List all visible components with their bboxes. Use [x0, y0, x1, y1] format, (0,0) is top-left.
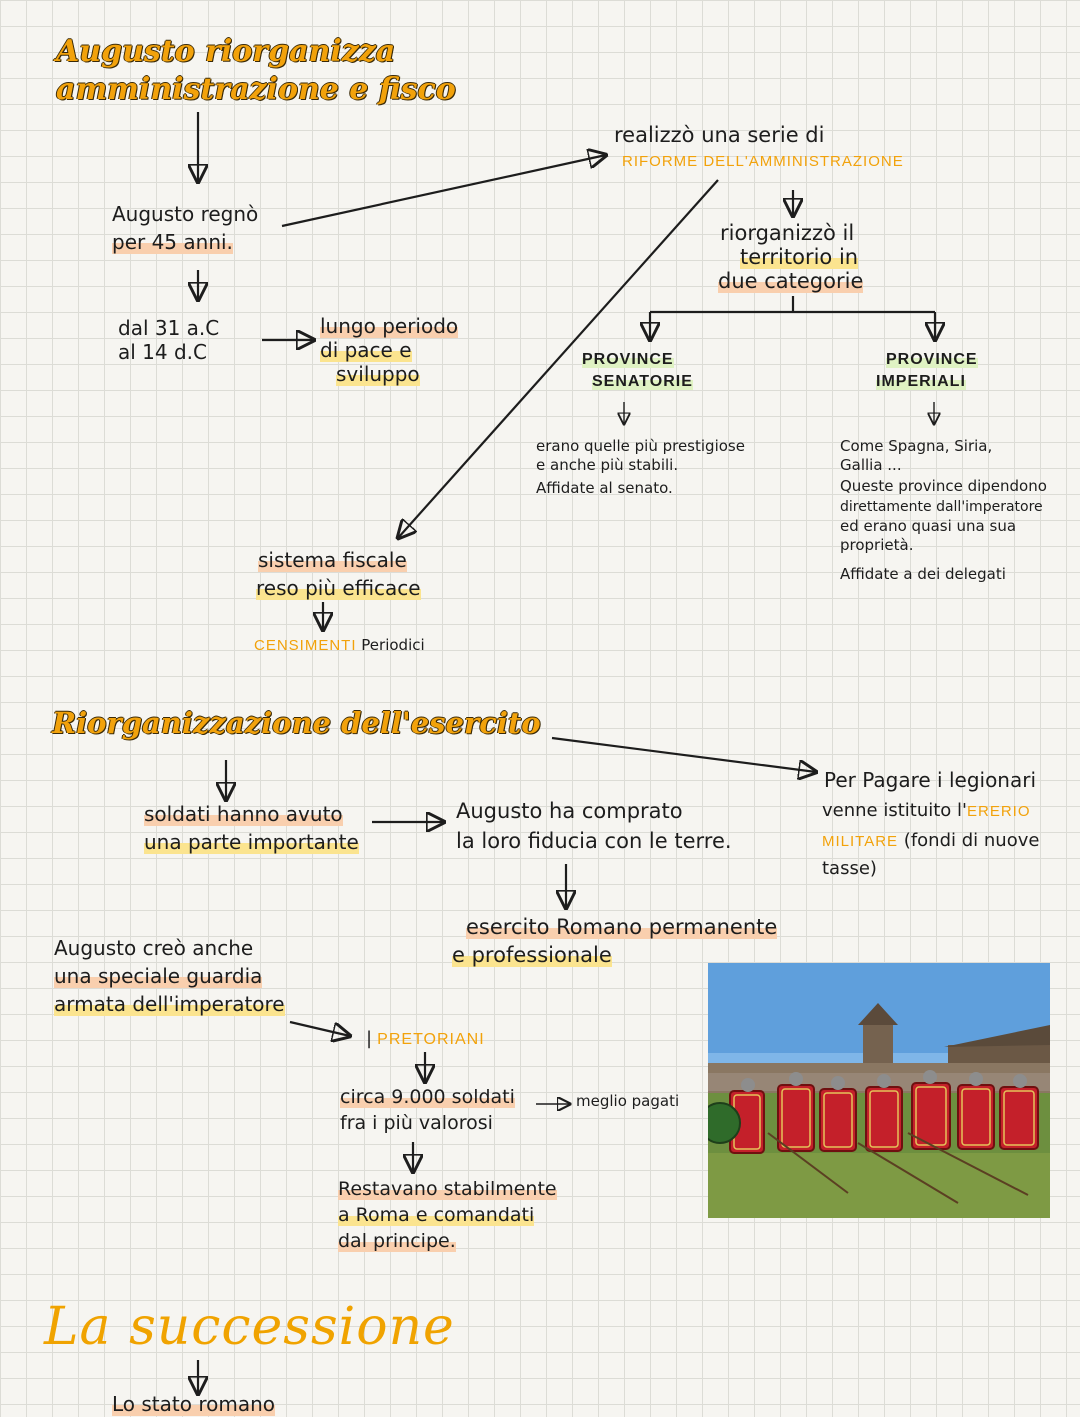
reign-line2-text: per 45 anni. [112, 230, 233, 254]
pay-line3-accent: MILITARE [822, 833, 899, 850]
imperial-desc7: Affidate a dei delegati [840, 565, 1006, 583]
guard-line1: Augusto creò anche [54, 936, 254, 960]
imperial-desc1: Come Spagna, Siria, [840, 437, 993, 455]
soldiers-line2-text: una parte importante [144, 830, 359, 854]
section1-title-line2: amministrazione e fisco [56, 72, 456, 107]
senatorial-desc3: Affidate al senato. [536, 479, 673, 497]
state-line-text: Lo stato romano [112, 1392, 276, 1416]
senatorial-line1-text: PROVINCE [582, 351, 674, 368]
legion-photo-illustration [708, 963, 1050, 1218]
pay-line1: Per Pagare i legionari [824, 768, 1037, 792]
territory-line3-text: due categorie [718, 269, 864, 293]
guard-line2: una speciale guardia [54, 964, 263, 988]
section3-title: La successione [44, 1297, 455, 1357]
imperial-desc5: ed erano quasi una sua [840, 517, 1017, 535]
pay-line4: tasse) [822, 858, 877, 879]
senatorial-desc2: e anche più stabili. [536, 456, 679, 474]
pay-line2: venne istituito l'ERERIO [822, 800, 1031, 821]
army-line2-text: e professionale [452, 943, 612, 967]
rome-line2-text: a Roma e comandati [338, 1204, 535, 1226]
reign-line2: per 45 anni. [112, 230, 233, 254]
arrow-reforms-to-fiscal [398, 179, 719, 538]
trust-line1: Augusto ha comprato [456, 799, 683, 823]
legion-photo [708, 963, 1050, 1218]
census-line: CENSIMENTI Periodici [254, 636, 425, 654]
peace-line3: sviluppo [336, 362, 420, 386]
imperial-desc3: Queste province dipendono [840, 477, 1047, 495]
pay-line2-text: venne istituito l' [822, 800, 967, 821]
army-line1-text: esercito Romano permanente [466, 915, 778, 939]
senatorial-line1: PROVINCE [582, 351, 674, 369]
guard-line3-text: armata dell'imperatore [54, 992, 285, 1016]
fiscal-line1-text: sistema fiscale [258, 548, 407, 572]
army-line1: esercito Romano permanente [466, 915, 778, 939]
senatorial-line2: SENATORIE [592, 373, 693, 391]
count-line1: circa 9.000 soldati [340, 1086, 515, 1108]
arrow-guard-to-praetorians [289, 1020, 350, 1036]
state-line: Lo stato romano [112, 1392, 276, 1416]
fiscal-line2: reso più efficace [256, 576, 421, 600]
guard-line3: armata dell'imperatore [54, 992, 285, 1016]
reforms-line1: realizzò una serie di [614, 123, 825, 147]
dates-line2: al 14 d.C [118, 340, 207, 364]
soldiers-line2: una parte importante [144, 830, 359, 854]
peace-line1: lungo periodo [320, 314, 459, 338]
guard-line2-text: una speciale guardia [54, 964, 263, 988]
section1-title-line1: Augusto riorganizza [56, 34, 396, 69]
soldiers-line1: soldati hanno avuto [144, 802, 343, 826]
peace-line1-text: lungo periodo [320, 314, 459, 338]
rome-line1-text: Restavano stabilmente [338, 1178, 557, 1200]
census-rest: Periodici [361, 636, 425, 654]
imperial-desc2: Gallia ... [840, 456, 902, 474]
praetorians-line: | PRETORIANI [366, 1028, 485, 1049]
rome-line1: Restavano stabilmente [338, 1178, 557, 1200]
reign-line1: Augusto regnò [112, 202, 259, 226]
senatorial-line2-text: SENATORIE [592, 373, 693, 390]
dates-line1: dal 31 a.C [118, 316, 220, 340]
imperial-line1-text: PROVINCE [886, 351, 978, 368]
territory-line2-text: territorio in [740, 245, 859, 269]
territory-line3: due categorie [718, 269, 864, 293]
count-line2: fra i più valorosi [340, 1112, 493, 1134]
peace-line3-text: sviluppo [336, 362, 420, 386]
pay-line2-accent: ERERIO [966, 803, 1031, 820]
praetorians-label: PRETORIANI [377, 1031, 485, 1048]
fiscal-line2-text: reso più efficace [256, 576, 421, 600]
peace-line2: di pace e [320, 338, 412, 362]
senatorial-desc1: erano quelle più prestigiose [536, 437, 745, 455]
imperial-line2: IMPERIALI [876, 373, 966, 391]
rome-line2: a Roma e comandati [338, 1204, 535, 1226]
section2-title: Riorganizzazione dell'esercito [52, 706, 541, 740]
arrow-reign-to-reforms [281, 155, 606, 228]
census-accent: CENSIMENTI [254, 637, 357, 654]
soldiers-line1-text: soldati hanno avuto [144, 802, 343, 826]
pay-line3-text: (fondi di nuove [898, 830, 1040, 851]
arrow-army-title-to-pay [551, 736, 816, 772]
reforms-line2: RIFORME DELL'AMMINISTRAZIONE [622, 153, 904, 170]
rome-line3: dal principe. [338, 1230, 456, 1252]
fiscal-line1: sistema fiscale [258, 548, 407, 572]
imperial-desc6: proprietà. [840, 536, 914, 554]
count-line1-text: circa 9.000 soldati [340, 1086, 515, 1108]
imperial-line2-text: IMPERIALI [876, 373, 966, 390]
better-paid: meglio pagati [576, 1092, 680, 1110]
rome-line3-text: dal principe. [338, 1230, 456, 1252]
army-line2: e professionale [452, 943, 612, 967]
pay-line3: MILITARE (fondi di nuove [822, 830, 1040, 851]
imperial-line1: PROVINCE [886, 351, 978, 369]
territory-line2: territorio in [740, 245, 859, 269]
peace-line2-text: di pace e [320, 338, 412, 362]
imperial-desc4: direttamente dall'imperatore [840, 499, 1043, 515]
territory-line1: riorganizzò il [720, 221, 855, 245]
trust-line2: la loro fiducia con le terre. [456, 829, 732, 853]
